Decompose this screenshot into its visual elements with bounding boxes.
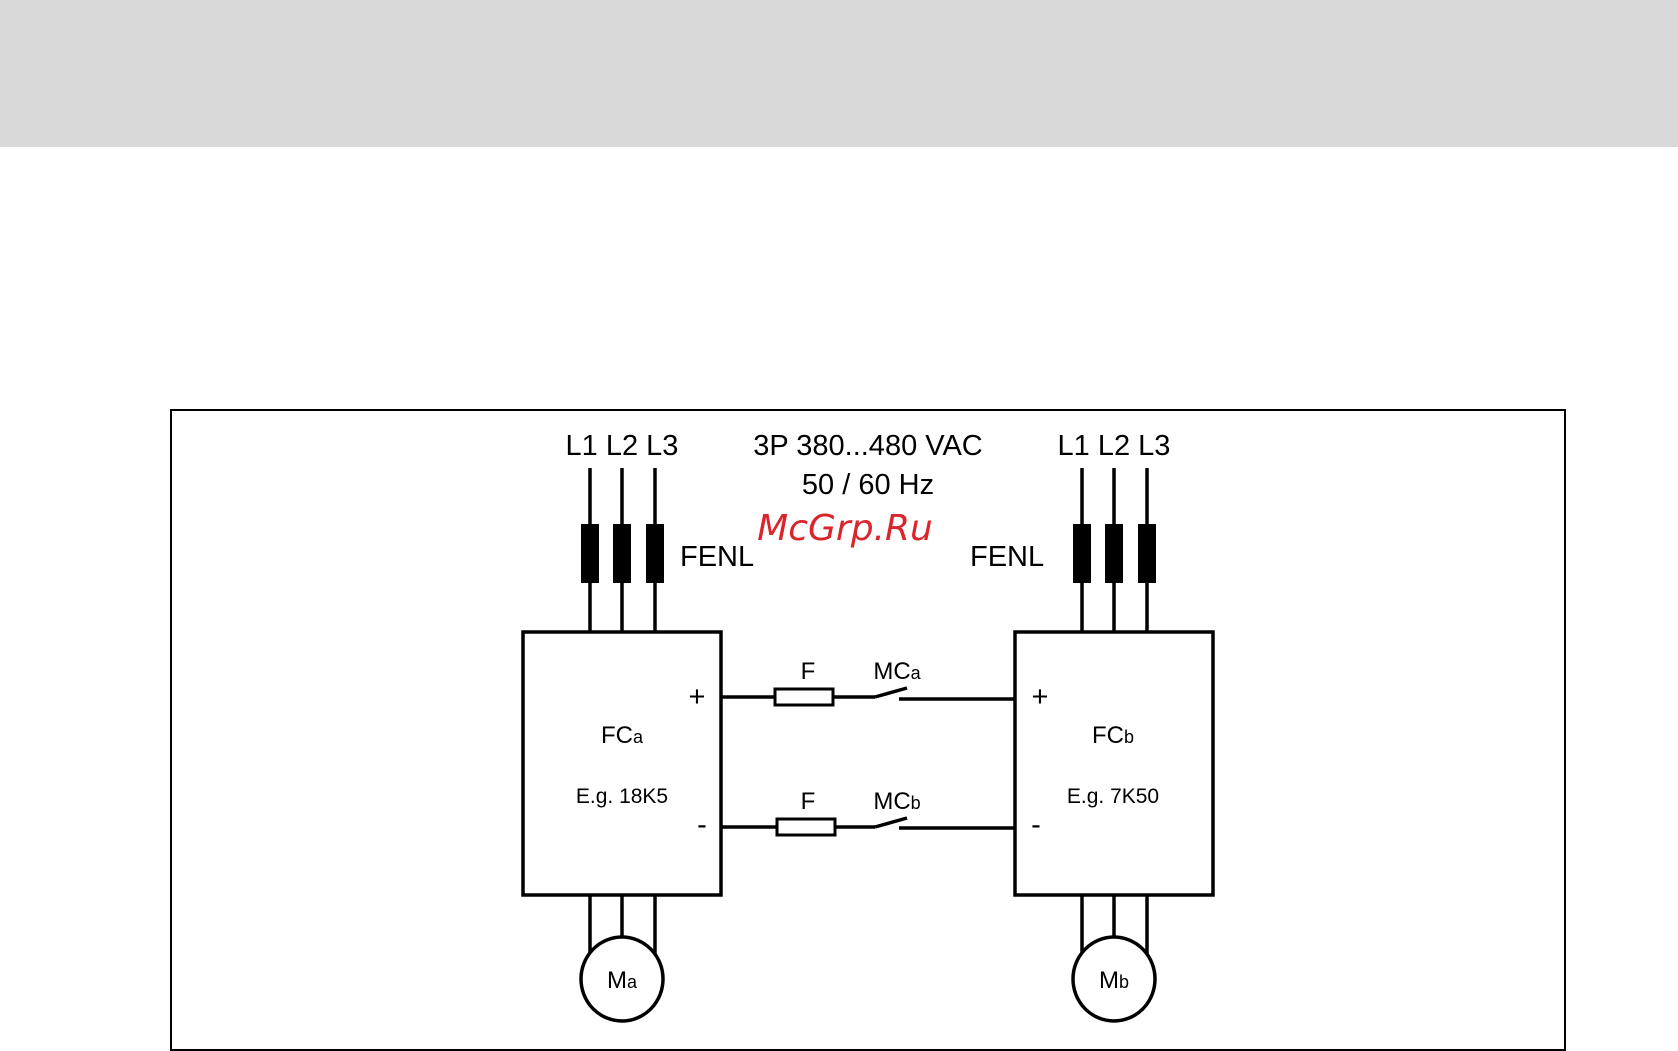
filter-choke xyxy=(1105,524,1123,583)
motor-a: Ma xyxy=(579,895,665,1023)
filter-choke xyxy=(581,524,599,583)
supply-voltage: 3P 380...480 VAC xyxy=(753,430,982,462)
motor-icon xyxy=(1071,935,1157,1023)
fuse-bottom-label: F xyxy=(801,788,816,815)
left-filter-label: FENL xyxy=(680,541,754,573)
right-filter-label: FENL xyxy=(970,541,1044,573)
contactor-top-label: MCa xyxy=(873,658,921,685)
motor-b: Mb xyxy=(1071,895,1157,1023)
converter-b-label: FCb xyxy=(1092,722,1134,749)
converter-a-plus: + xyxy=(689,681,706,713)
converter-b-box xyxy=(1013,630,1215,897)
dc-plus-link xyxy=(721,686,1015,707)
converter-a-box xyxy=(521,630,723,897)
diagram-frame xyxy=(170,409,1566,1051)
right-phase-labels: L1 L2 L3 xyxy=(1058,430,1171,462)
header-band xyxy=(0,0,1678,147)
filter-choke xyxy=(1138,524,1156,583)
motor-b-label: Mb xyxy=(1099,967,1129,994)
dc-minus-link xyxy=(721,816,1015,837)
filter-choke xyxy=(613,524,631,583)
supply-frequency: 50 / 60 Hz xyxy=(802,469,934,501)
left-phase-lines xyxy=(581,468,664,632)
converter-b-example: E.g. 7K50 xyxy=(1067,785,1159,808)
filter-choke xyxy=(646,524,664,583)
fuse-icon xyxy=(775,817,837,837)
fuse-icon xyxy=(773,687,835,707)
contactor-switch-icon xyxy=(874,686,908,699)
right-phase-lines xyxy=(1073,468,1156,632)
contactor-switch-icon xyxy=(874,816,908,829)
left-phase-labels: L1 L2 L3 xyxy=(566,430,679,462)
filter-choke xyxy=(1073,524,1091,583)
watermark: McGrp.Ru xyxy=(757,508,933,549)
converter-a-minus: - xyxy=(697,809,707,841)
fuse-top-label: F xyxy=(801,658,816,685)
converter-b-minus: - xyxy=(1031,809,1041,841)
converter-a-label: FCa xyxy=(601,722,644,749)
converter-b-plus: + xyxy=(1032,681,1049,713)
motor-icon xyxy=(579,935,665,1023)
converter-a-example: E.g. 18K5 xyxy=(576,785,668,808)
contactor-bottom-label: MCb xyxy=(873,788,920,815)
motor-a-label: Ma xyxy=(607,967,638,994)
